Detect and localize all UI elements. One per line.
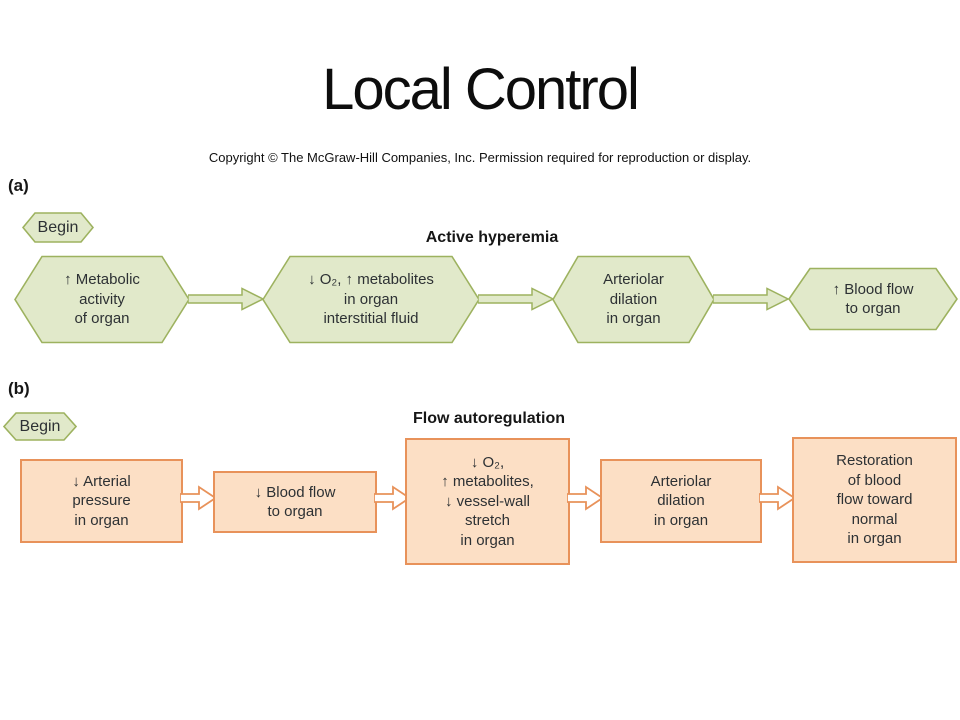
- flow-arrow-icon: [188, 287, 264, 311]
- panel-b-heading: Flow autoregulation: [413, 410, 565, 427]
- begin-label: Begin: [19, 417, 61, 435]
- begin-label: Begin: [37, 218, 79, 236]
- panel-a-label: (a): [8, 176, 29, 195]
- panel-b-label: (b): [8, 379, 30, 398]
- panel-b-box-arterial-pressure: ↓ Arterial pressure in organ: [20, 459, 183, 543]
- panel-a-begin-badge: Begin: [22, 212, 94, 243]
- panel-b-box-restoration: Restoration of blood flow toward normal …: [792, 437, 957, 563]
- panel-b-begin-badge: Begin: [3, 412, 77, 441]
- flow-arrow-icon: [759, 485, 796, 511]
- box-text: ↑ Blood flow to organ: [832, 280, 914, 318]
- slide-title: Local Control: [322, 57, 640, 122]
- panel-b-box-arteriolar-dilation: Arteriolar dilation in organ: [600, 459, 762, 543]
- copyright-notice: Copyright © The McGraw-Hill Companies, I…: [208, 150, 752, 165]
- hexagon-shape: [22, 212, 94, 243]
- box-text: ↑ Metabolic activity of organ: [64, 271, 140, 328]
- flow-arrow-icon: [374, 485, 411, 511]
- hexagon-shape: [3, 412, 77, 441]
- panel-b-box-o2-metabolites-stretch: ↓ O₂, ↑ metabolites, ↓ vessel-wall stret…: [405, 438, 570, 565]
- flow-arrow-icon: [478, 287, 554, 311]
- box-text: ↓ O₂, ↑ metabolites in organ interstitia…: [308, 271, 434, 328]
- box-text: Arteriolar dilation in organ: [603, 271, 664, 328]
- panel-a-box-o2-metabolites: ↓ O₂, ↑ metabolites in organ interstitia…: [262, 255, 480, 344]
- panel-a-heading: Active hyperemia: [425, 229, 559, 246]
- hexagon-shape: [788, 267, 958, 331]
- panel-a-box-arteriolar-dilation: Arteriolar dilation in organ: [552, 255, 715, 344]
- panel-a-box-blood-flow: ↑ Blood flow to organ: [788, 267, 958, 331]
- flow-arrow-icon: [713, 287, 789, 311]
- flow-arrow-icon: [567, 485, 604, 511]
- panel-b-box-blood-flow: ↓ Blood flow to organ: [213, 471, 377, 533]
- flow-arrow-icon: [180, 485, 217, 511]
- panel-a-box-metabolic-activity: ↑ Metabolic activity of organ: [14, 255, 190, 344]
